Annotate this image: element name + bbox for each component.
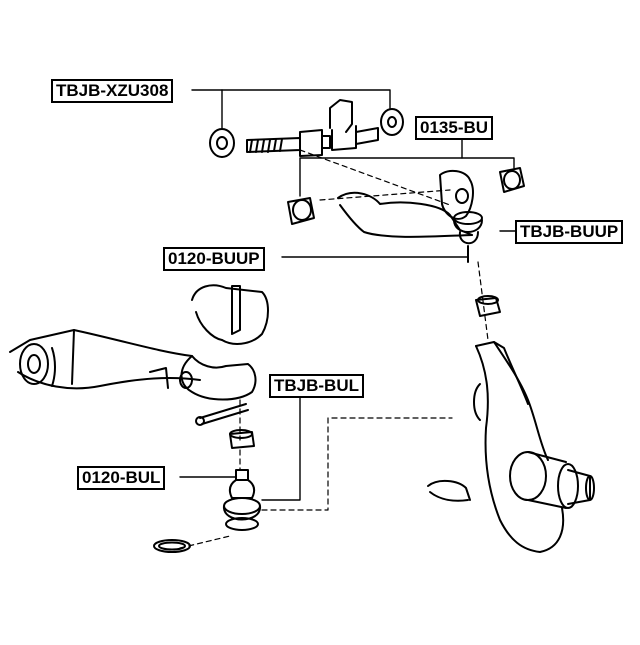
leader-lines (179, 89, 517, 501)
snap-ring (153, 539, 191, 553)
upper-castle-nut (475, 295, 501, 317)
lower-control-arm (9, 284, 269, 401)
label-tbjb-bul: TBJB-BUL (269, 374, 364, 398)
dashed-assembly-lines (179, 149, 489, 549)
label-0120-buup: 0120-BUUP (163, 247, 265, 271)
cotter-pin (195, 403, 249, 426)
upper-arm-bushings (287, 167, 525, 225)
label-0120-bul: 0120-BUL (77, 466, 166, 490)
upper-control-arm (337, 169, 474, 238)
lower-castle-nut (229, 429, 255, 449)
lower-ball-joint (223, 469, 261, 531)
label-tbjb-xzu308: TBJB-XZU308 (51, 79, 174, 103)
camber-adjuster-assembly (209, 99, 404, 158)
upper-ball-joint (453, 211, 483, 263)
label-0135-bu: 0135-BU (415, 116, 494, 140)
steering-knuckle (427, 341, 595, 553)
label-tbjb-buup: TBJB-BUUP (515, 220, 624, 244)
